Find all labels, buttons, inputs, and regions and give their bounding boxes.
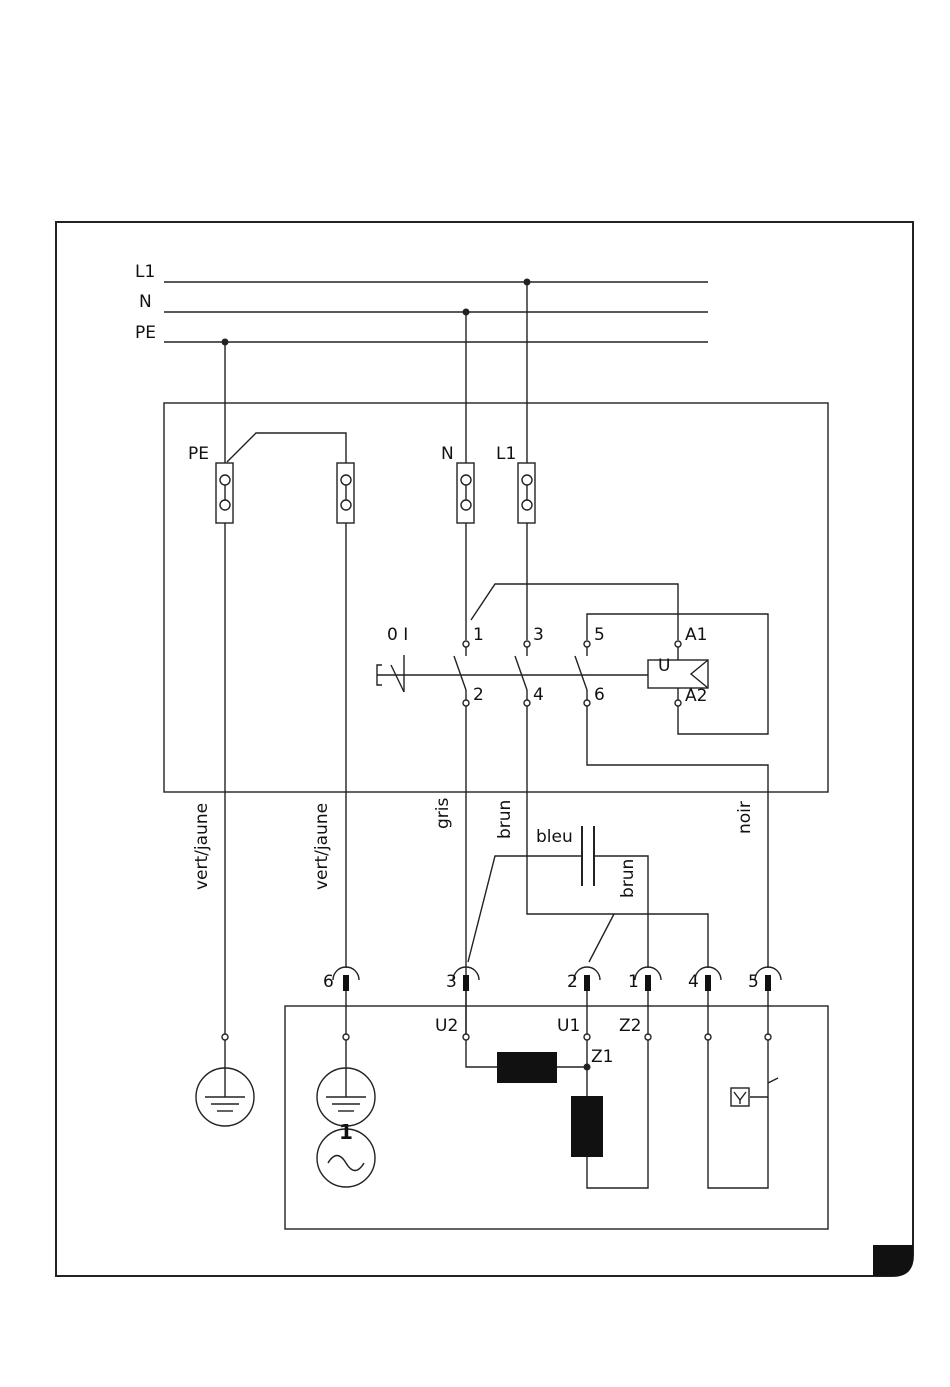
thermal-switch xyxy=(731,1088,749,1106)
auxiliary-winding xyxy=(497,1052,557,1083)
contact-label-6: 6 xyxy=(594,685,605,705)
page-corner-tab xyxy=(873,1245,913,1276)
pin-label-2: 2 xyxy=(567,972,578,992)
contact-label-1: 1 xyxy=(473,625,484,645)
wire-label-noir: noir xyxy=(735,801,755,834)
contact-label-4: 4 xyxy=(533,685,544,705)
outer-frame xyxy=(56,222,913,1276)
connector-pins: 6 3 2 1 4 5 xyxy=(323,967,781,992)
pin-label-4: 4 xyxy=(688,972,699,992)
earth-symbol-left xyxy=(196,1068,254,1126)
pin-label-6: 6 xyxy=(323,972,334,992)
motor-terminal-u1: U1 xyxy=(557,1016,580,1036)
earth-symbol-motor xyxy=(317,1068,375,1126)
bus-label-l1: L1 xyxy=(135,262,155,282)
coil-terminal-a1: A1 xyxy=(685,625,707,645)
coil-terminal-a2: A2 xyxy=(685,686,707,706)
terminal-label-n: N xyxy=(441,444,454,464)
supply-bus: L1 N PE xyxy=(135,262,708,346)
wire-labels: vert/jaune vert/jaune gris brun noir ble… xyxy=(192,797,755,898)
motor-symbol: 1 xyxy=(317,1120,375,1187)
motor-terminal-z2: Z2 xyxy=(619,1016,641,1036)
wire-label-brun-2: brun xyxy=(618,859,638,898)
wire-label-gris: gris xyxy=(433,797,453,829)
contact-label-5: 5 xyxy=(594,625,605,645)
on-off-label: 0 I xyxy=(387,625,408,645)
pin-label-3: 3 xyxy=(446,972,457,992)
coil-label: U xyxy=(658,656,670,676)
wire-label-vert-jaune-2: vert/jaune xyxy=(312,803,332,890)
capacitor xyxy=(582,826,594,886)
bus-label-pe: PE xyxy=(135,323,156,343)
wire-label-bleu: bleu xyxy=(536,827,573,847)
terminal-label-l1: L1 xyxy=(496,444,516,464)
terminal-blocks: PE N L1 xyxy=(188,444,535,523)
motor-phase-label: 1 xyxy=(339,1120,353,1144)
contact-label-3: 3 xyxy=(533,625,544,645)
pin-label-1: 1 xyxy=(628,972,639,992)
switch-internal-wiring xyxy=(225,282,768,1034)
junction-dot-z1 xyxy=(584,1064,591,1071)
motor-wiring xyxy=(222,991,778,1188)
wire-label-brun-1: brun xyxy=(495,800,515,839)
contact-label-2: 2 xyxy=(473,685,484,705)
pin-label-5: 5 xyxy=(748,972,759,992)
terminal-label-pe: PE xyxy=(188,444,209,464)
wire-label-vert-jaune-1: vert/jaune xyxy=(192,803,212,890)
main-winding xyxy=(571,1096,603,1157)
bus-label-n: N xyxy=(139,292,152,312)
motor-terminal-u2: U2 xyxy=(435,1016,458,1036)
switch-contacts: 0 I 1 3 5 2 4 6 U A1 A2 xyxy=(377,625,708,706)
motor-terminal-z1: Z1 xyxy=(591,1047,613,1067)
